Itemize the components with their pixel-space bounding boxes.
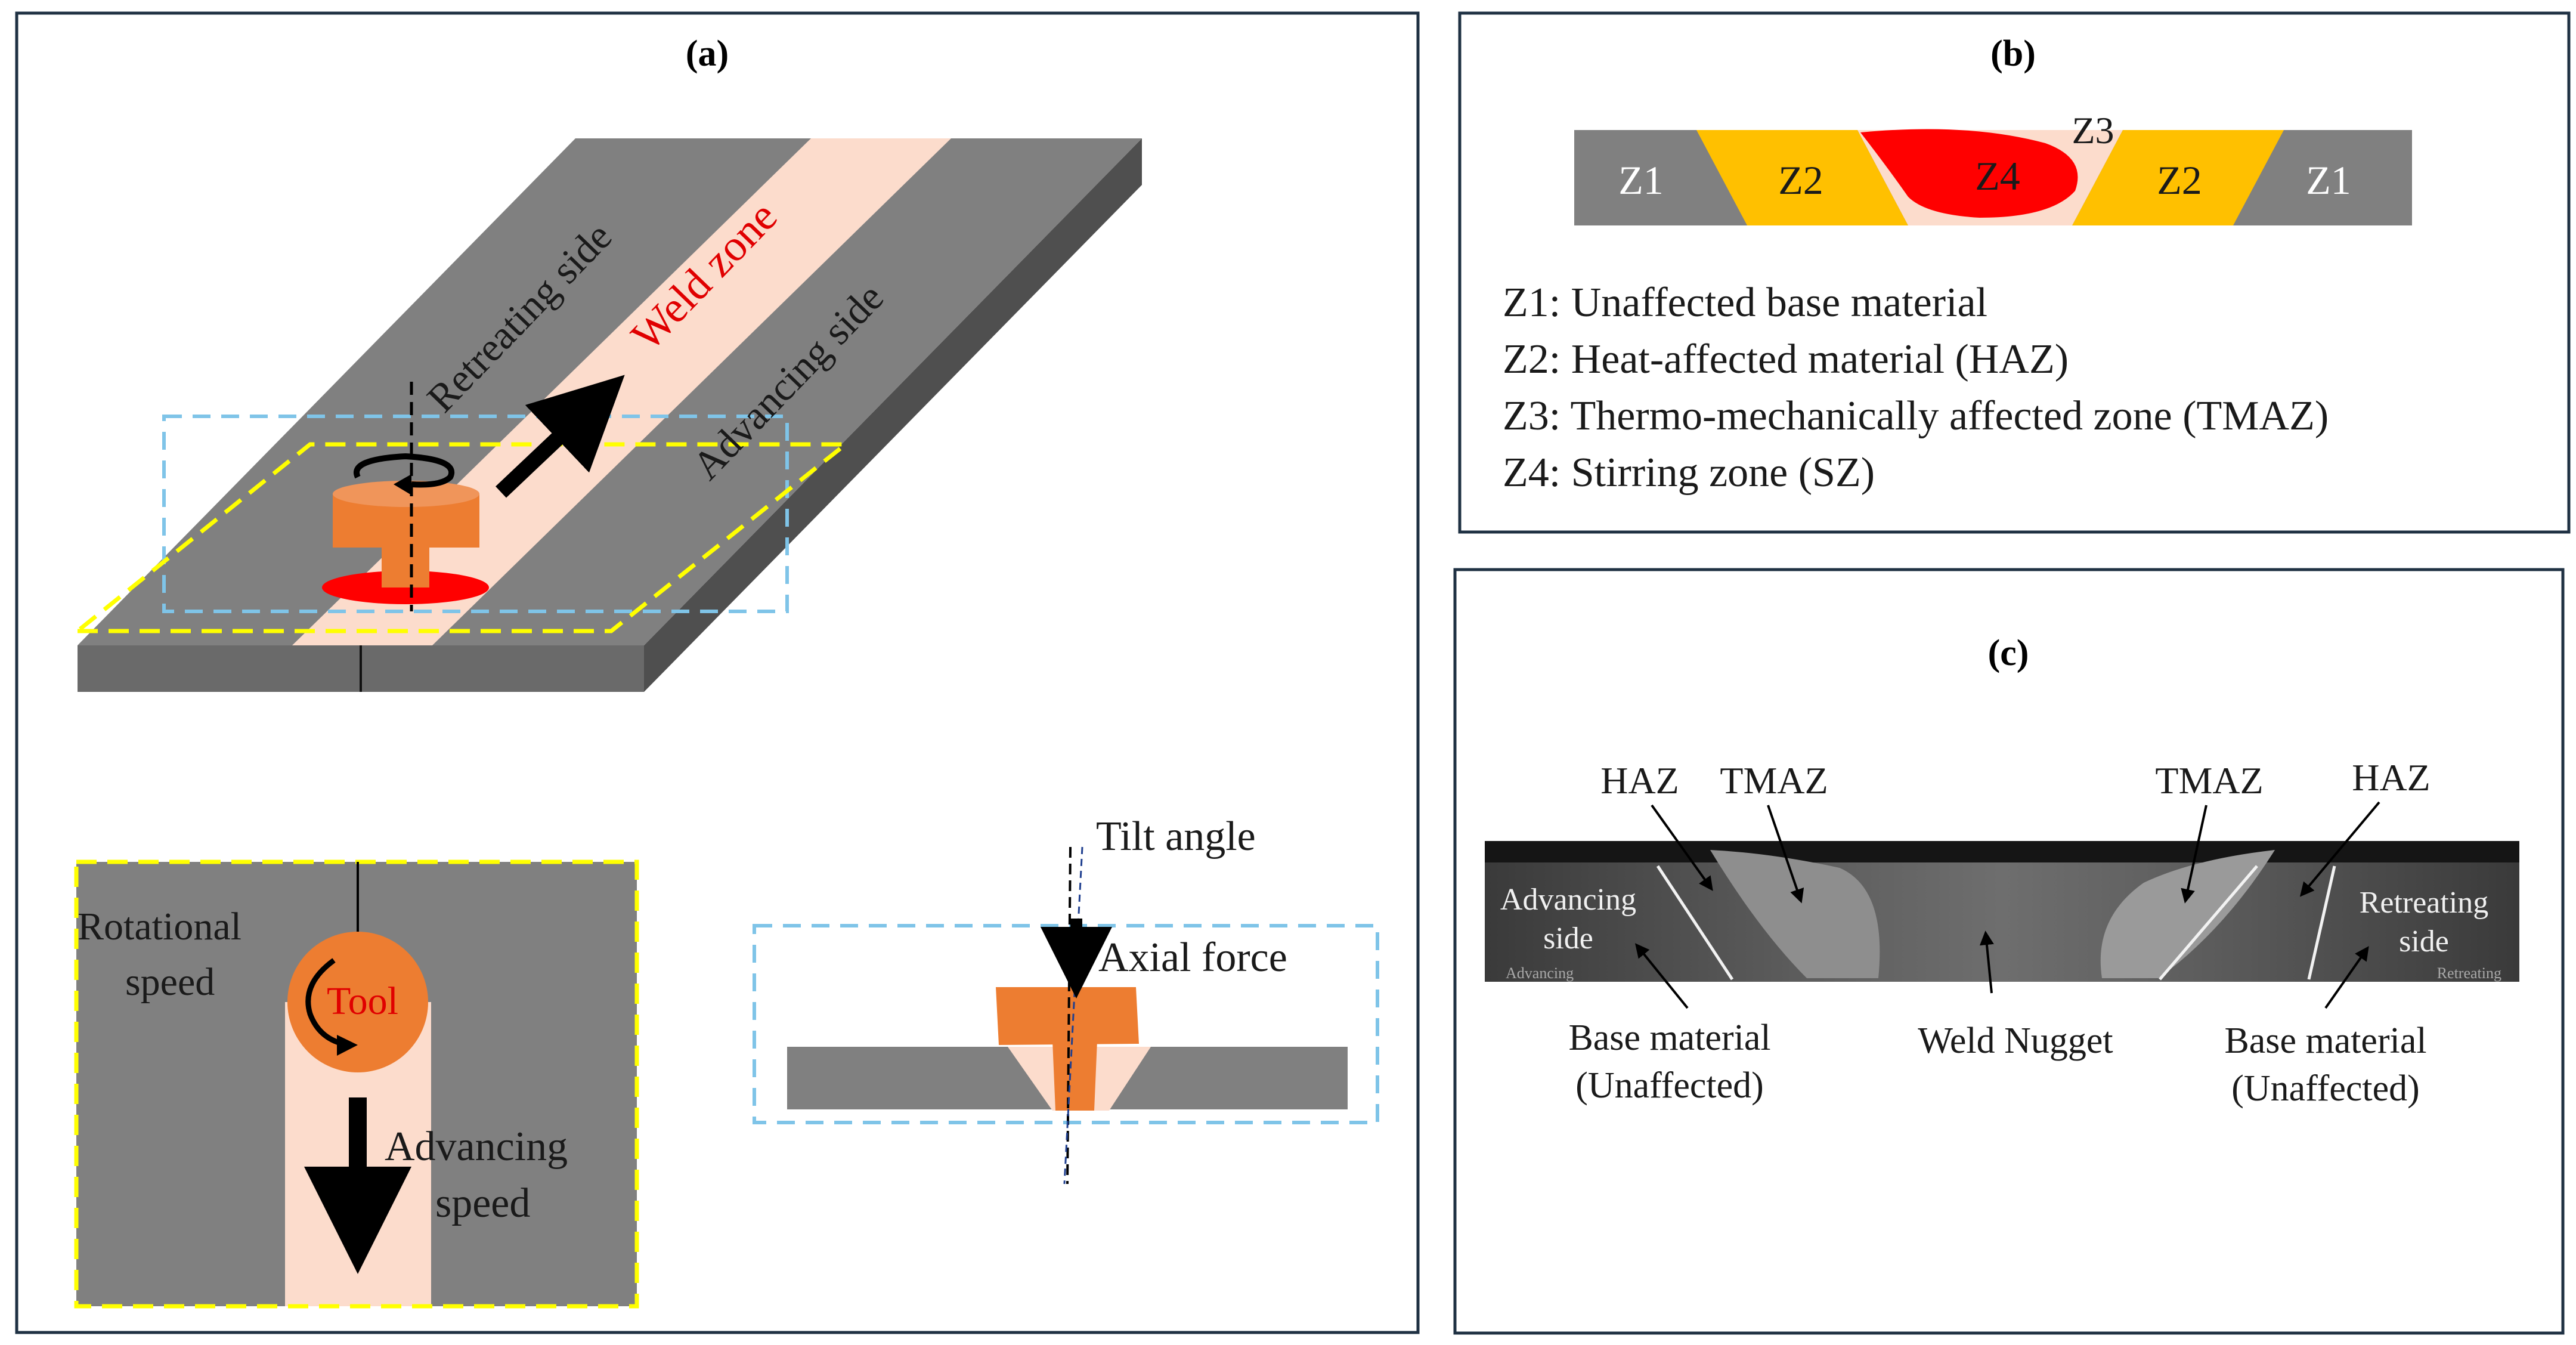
- welding-direction-arrow-icon: [496, 375, 625, 498]
- base-right-label-line1: Base material: [2224, 1021, 2426, 1061]
- legend-z2: Z2: Heat-affected material (HAZ): [1503, 336, 2069, 382]
- tmaz-right-label: TMAZ: [2155, 759, 2263, 802]
- zone-bar: [1574, 129, 2412, 225]
- top-view-rotation-arrow-icon: [305, 958, 344, 1047]
- panel-c-title: (c): [1988, 633, 2029, 673]
- rotational-speed-label-line2: speed: [125, 960, 215, 1004]
- weld-nugget-pointer: [1979, 930, 1994, 994]
- top-view-tool-label: Tool: [327, 979, 398, 1023]
- macrograph-body: [1485, 862, 2519, 982]
- weld-nugget-label: Weld Nugget: [1918, 1021, 2113, 1061]
- zone-label-z2-left: Z2: [1778, 157, 1823, 203]
- macrograph-tmaz-right: [2100, 850, 2275, 978]
- tmaz-left-label: TMAZ: [1720, 759, 1828, 802]
- top-view-inset: Tool: [74, 859, 639, 1309]
- photo-retreating-side-line1: Retreating: [2360, 886, 2489, 920]
- tool-shoulder-top: [333, 481, 479, 507]
- photo-retreating-side-line2: side: [2399, 925, 2449, 958]
- axial-force-label: Axial force: [1098, 935, 1287, 981]
- section-tool-axis: [1066, 846, 1072, 1185]
- base-left-pointer: [1634, 943, 1689, 1009]
- tilt-angle-label: Tilt angle: [1096, 814, 1256, 859]
- macrograph-top-strip: [1485, 841, 2519, 864]
- macrograph-haz-line-right: [2159, 865, 2258, 981]
- section-tool-shoulder: [996, 987, 1139, 1045]
- haz-right-pointer: [2299, 801, 2380, 897]
- base-left-label-line2: (Unaffected): [1575, 1065, 1764, 1106]
- panel-b-title: (b): [1990, 33, 2036, 74]
- macrograph-photo: [1485, 841, 2519, 982]
- panel-a-title: (a): [686, 33, 729, 74]
- plate-side-face: [644, 138, 1142, 692]
- rotation-arrowhead-icon: [394, 474, 411, 495]
- legend-z1: Z1: Unaffected base material: [1503, 280, 1987, 326]
- rotational-speed-label-line1: Rotational: [78, 905, 242, 948]
- panel-b-frame: [1458, 11, 2571, 534]
- macrograph-tmaz-left: [1710, 850, 1880, 978]
- section-tool-pin: [1052, 1041, 1097, 1111]
- macrograph-haz-line-left: [1656, 865, 1734, 981]
- zone-z2-left: [1696, 130, 1908, 225]
- legend-z3: Z3: Thermo-mechanically affected zone (T…: [1503, 393, 2329, 439]
- photo-advancing-side-line2: side: [1543, 922, 1593, 956]
- macrograph-edge-line-right: [2307, 865, 2336, 980]
- yellow-dashed-region-a: [72, 442, 852, 633]
- photo-advancing-side-line1: Advancing: [1500, 883, 1636, 917]
- haz-left-pointer: [1651, 804, 1713, 891]
- rotation-arrow-icon: [354, 453, 454, 488]
- advancing-speed-label-line1: Advancing: [385, 1124, 568, 1170]
- legend-z4: Z4: Stirring zone (SZ): [1503, 450, 1875, 496]
- photo-small-advancing: Advancing: [1506, 964, 1574, 982]
- fsw-tool-3d: [322, 382, 489, 611]
- section-view-dashed-border: [753, 924, 1379, 1124]
- zone-label-z3: Z3: [2072, 109, 2114, 151]
- section-view-inset: [753, 846, 1379, 1185]
- zone-label-z1-left: Z1: [1618, 157, 1664, 203]
- photo-small-retreating: Retreating: [2437, 964, 2501, 982]
- tmaz-left-pointer: [1767, 805, 1804, 904]
- zone-z4-stir: [1860, 129, 2078, 218]
- base-left-label-line1: Base material: [1568, 1018, 1770, 1058]
- zone-z2-right: [2072, 130, 2284, 225]
- base-right-label-line2: (Unaffected): [2231, 1068, 2420, 1109]
- zone-label-z1-right: Z1: [2306, 157, 2351, 203]
- zone-label-z2-right: Z2: [2157, 157, 2202, 203]
- base-right-pointer: [2324, 946, 2369, 1009]
- panel-c-frame: [1453, 568, 2565, 1335]
- haz-left-label: HAZ: [1600, 759, 1679, 802]
- tilt-axis-line: [1063, 846, 1083, 1185]
- panel-a-frame: [15, 11, 1420, 1334]
- tmaz-right-pointer: [2181, 805, 2207, 904]
- zone-label-z4: Z4: [1975, 153, 2020, 199]
- advancing-speed-label-line2: speed: [435, 1180, 530, 1226]
- top-view-rotation-arrowhead-icon: [337, 1035, 358, 1056]
- haz-right-label: HAZ: [2352, 756, 2431, 799]
